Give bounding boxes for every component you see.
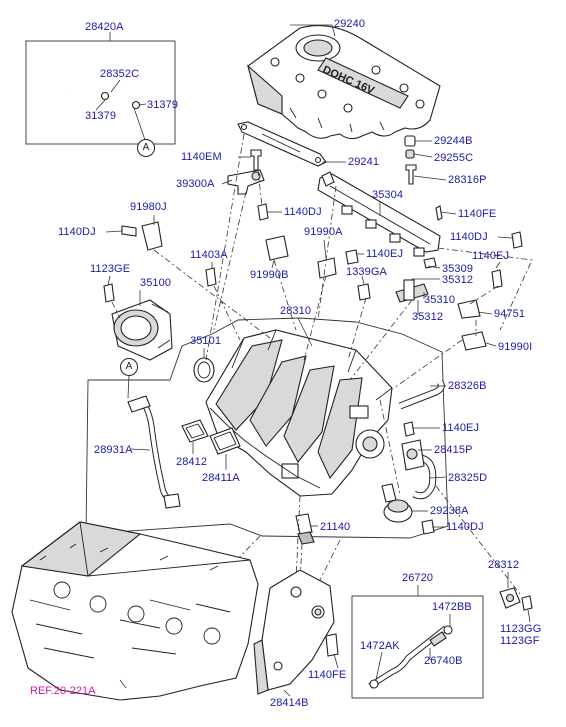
label-35309: 35309 <box>442 263 474 275</box>
label-1140ej-a: 1140EJ <box>366 248 404 260</box>
bolt-1140fe-a <box>435 205 443 221</box>
label-29238a: 29238A <box>430 505 469 517</box>
label-28316p: 28316P <box>448 174 487 186</box>
manifold-frame <box>85 317 449 539</box>
label-1140dj-c: 1140DJ <box>450 231 488 243</box>
label-35101: 35101 <box>190 335 222 347</box>
bolt-1140dj-d <box>421 519 435 535</box>
label-28352c: 28352C <box>100 68 140 80</box>
label-31379-a: 31379 <box>147 99 179 111</box>
bolt-1140em <box>250 149 262 171</box>
label-35304: 35304 <box>372 189 404 201</box>
label-29241: 29241 <box>348 156 380 168</box>
fuel-rail <box>317 171 441 257</box>
part-28312 <box>499 587 533 611</box>
label-35312-a: 35312 <box>442 274 474 286</box>
label-91990i: 91990I <box>498 341 533 353</box>
bolt-1140dj-a <box>121 225 137 237</box>
label-1123gg: 1123GG <box>500 623 542 635</box>
bolt-1123ge <box>103 283 115 303</box>
label-35100: 35100 <box>140 277 172 289</box>
label-39300a: 39300A <box>176 178 215 190</box>
label-35312-b: 35312 <box>412 311 444 323</box>
bolt-1140dj-c <box>511 231 523 249</box>
label-26720: 26720 <box>402 572 434 584</box>
label-1140fe-a: 1140FE <box>458 208 497 220</box>
pcv-valve <box>401 439 425 471</box>
label-1123gf: 1123GF <box>500 635 540 647</box>
hose-kit-box-2 <box>351 595 484 699</box>
label-28415p: 28415P <box>434 444 473 456</box>
label-28325d: 28325D <box>448 472 488 484</box>
label-1472ak: 1472AK <box>360 640 400 652</box>
label-26740b: 26740B <box>424 655 463 667</box>
bolt-1140ej-b <box>491 269 503 289</box>
injector-35310 <box>395 257 437 303</box>
label-91990a: 91990A <box>304 226 343 238</box>
label-28312: 28312 <box>488 559 520 571</box>
bolt-1140ej-c <box>403 421 415 437</box>
label-35310: 35310 <box>424 294 456 306</box>
label-94751: 94751 <box>494 308 526 320</box>
label-1140dj-a: 1140DJ <box>58 226 96 238</box>
sensor-21140 <box>295 513 315 545</box>
callout-a-top: A <box>137 139 155 157</box>
label-1140fe-b: 1140FE <box>308 669 347 681</box>
label-21140: 21140 <box>320 521 351 533</box>
bolt-1140dj-b <box>257 203 269 221</box>
label-29240: 29240 <box>334 18 366 30</box>
hose-kit-box <box>25 40 176 145</box>
label-91990b: 91990B <box>250 269 289 281</box>
label-28414b: 28414B <box>270 697 309 709</box>
label-28310: 28310 <box>280 305 312 317</box>
label-1140ej-c: 1140EJ <box>442 422 480 434</box>
bolt-11403a <box>205 267 217 287</box>
label-1472bb: 1472BB <box>432 601 472 613</box>
label-91980j: 91980J <box>130 201 167 213</box>
bracket-29241 <box>237 121 327 167</box>
pcv-hoses <box>398 380 445 500</box>
clip-91990b <box>265 235 289 261</box>
bolt-1140ej-a <box>345 249 359 265</box>
label-28420a: 28420A <box>85 21 124 33</box>
clip-91990i <box>461 331 487 351</box>
label-28412: 28412 <box>176 456 208 468</box>
engine-cover: DOHC 16V <box>247 25 441 140</box>
label-1123ge: 1123GE <box>90 263 131 275</box>
label-28931a: 28931A <box>94 444 133 456</box>
clip-91990a <box>317 257 337 279</box>
label-1140em: 1140EM <box>181 151 222 163</box>
label-31379-b: 31379 <box>85 110 117 122</box>
cover-mounting-parts <box>404 135 417 185</box>
intake-manifold <box>205 329 393 497</box>
reference-label[interactable]: REF.20-221A <box>30 685 96 697</box>
label-29255c: 29255C <box>434 152 474 164</box>
label-11403a: 11403A <box>190 249 228 261</box>
label-28326b: 28326B <box>448 380 487 392</box>
bracket-91980j <box>141 221 163 251</box>
nut-1339ga <box>357 283 371 301</box>
label-1140dj-b: 1140DJ <box>284 206 322 218</box>
manifold-gaskets <box>181 419 241 455</box>
label-1140dj-d: 1140DJ <box>446 521 484 533</box>
label-1140ej-b: 1140EJ <box>472 250 510 262</box>
oil-separator <box>381 483 413 523</box>
label-29244b: 29244B <box>434 135 473 147</box>
label-28411a: 28411A <box>202 472 240 484</box>
breather-hose <box>368 625 453 689</box>
bracket-94751 <box>457 299 481 319</box>
egr-pipe <box>127 395 181 509</box>
bracket-28414b <box>253 569 339 695</box>
throttle-body <box>111 299 173 361</box>
label-1339ga: 1339GA <box>346 266 387 278</box>
callout-a-mid: A <box>120 358 138 376</box>
cylinder-head <box>11 521 259 701</box>
